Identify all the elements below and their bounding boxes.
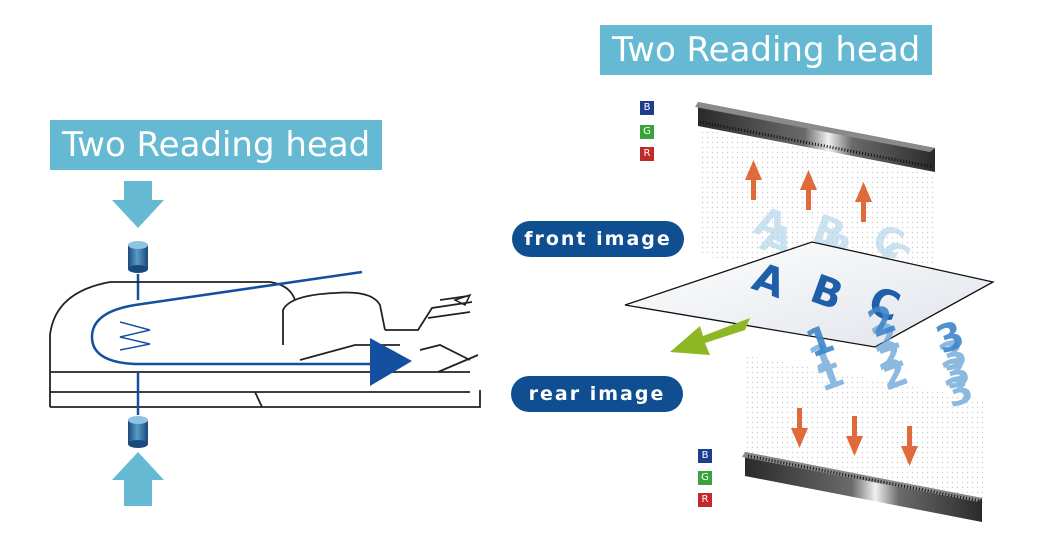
rear-digit-3: 3 <box>930 312 970 362</box>
channel-r-bottom: R <box>698 493 712 507</box>
sensor-cylinder-icon <box>128 241 148 273</box>
down-signal-arrows <box>791 408 918 466</box>
down-arrow-icon <box>112 181 164 228</box>
up-signal-arrows <box>745 160 872 222</box>
paper-path <box>90 270 380 366</box>
document-page <box>624 241 995 348</box>
front-image-label: front image <box>512 221 684 257</box>
reading-head-bar-icon <box>742 452 982 522</box>
feed-arrow-icon <box>670 318 750 355</box>
scanner-body <box>49 281 481 408</box>
sensor-cylinder-icon <box>128 416 148 448</box>
left-panel-title: Two Reading head <box>50 120 383 170</box>
reading-head-bar-icon <box>695 102 935 172</box>
feed-direction-arrow <box>370 338 412 386</box>
channel-b-bottom: B <box>698 449 712 463</box>
up-arrow-icon <box>112 452 164 506</box>
channel-g-top: G <box>640 125 654 139</box>
paper-wave <box>119 321 151 351</box>
channel-g-bottom: G <box>698 471 712 485</box>
channel-b-top: B <box>640 101 654 115</box>
channel-r-top: R <box>640 147 654 161</box>
rear-image-label: rear image <box>511 376 683 412</box>
right-panel-title: Two Reading head <box>600 25 933 75</box>
